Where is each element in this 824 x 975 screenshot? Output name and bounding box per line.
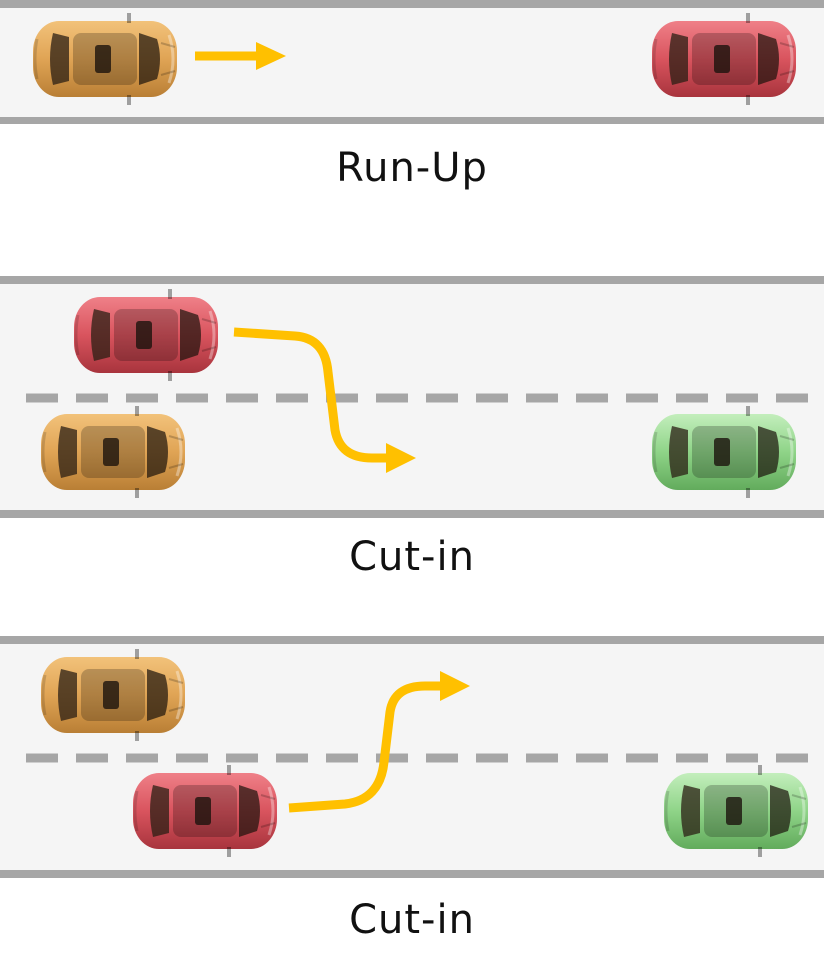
car-icon — [33, 13, 177, 105]
car-icon — [652, 13, 796, 105]
arrowhead — [256, 42, 286, 70]
road-edge-bottom — [0, 510, 824, 518]
car-icon — [74, 289, 218, 381]
scenario-caption-run-up: Run-Up — [336, 145, 488, 191]
road-edge-top — [0, 636, 824, 644]
scenario-run-up — [0, 0, 824, 124]
car-icon — [664, 765, 808, 857]
lane-change-arrow-icon — [288, 681, 448, 813]
lane-change-arrow-icon — [233, 327, 392, 463]
road-edge-top — [0, 0, 824, 8]
car-icon — [652, 406, 796, 498]
arrowhead — [440, 671, 470, 701]
road-edge-top — [0, 276, 824, 284]
road-edge-bottom — [0, 870, 824, 878]
scenario-caption-cut-in-1: Cut-in — [349, 534, 475, 580]
car-icon — [133, 765, 277, 857]
scenario-cut-in-2 — [0, 636, 824, 878]
road-edge-bottom — [0, 117, 824, 124]
car-icon — [41, 649, 185, 741]
arrowhead — [386, 443, 416, 473]
scenario-cut-in-1 — [0, 276, 824, 518]
scenario-caption-cut-in-2: Cut-in — [349, 897, 475, 943]
car-icon — [41, 406, 185, 498]
